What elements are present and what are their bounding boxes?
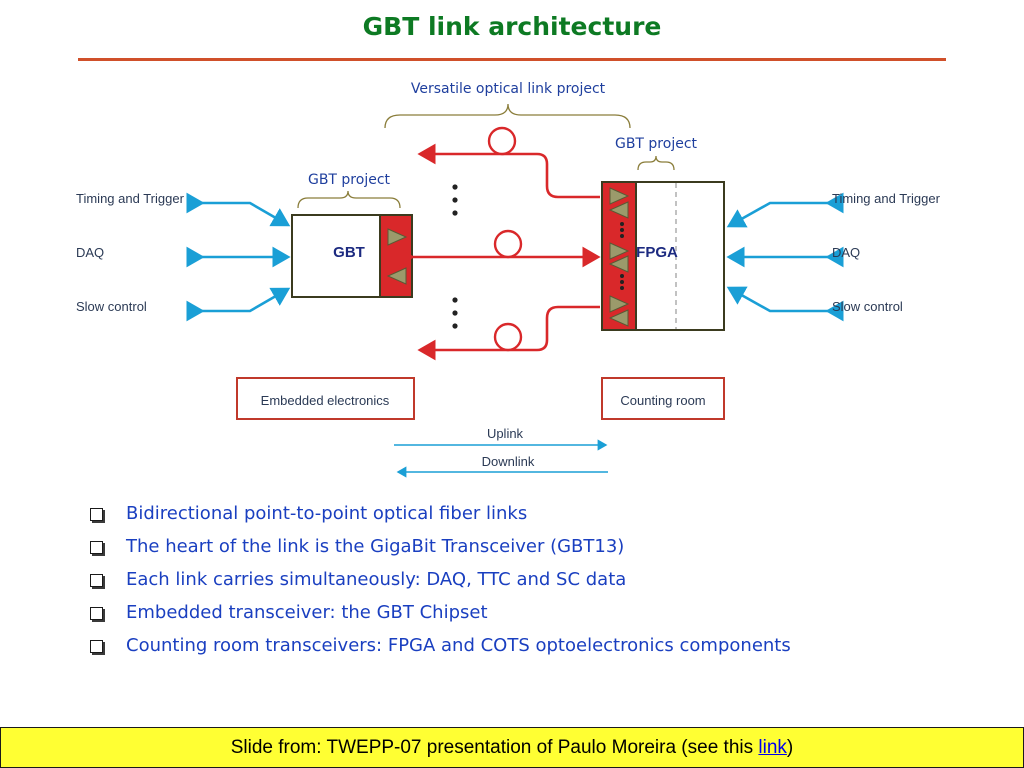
link-ellipsis-lower	[452, 297, 458, 329]
middle-link-fiber-loop	[493, 229, 523, 259]
checkbox-bullet-icon	[90, 541, 103, 554]
top-link-line	[417, 143, 600, 199]
checkbox-bullet-icon	[90, 574, 103, 587]
bullet-text: The heart of the link is the GigaBit Tra…	[126, 536, 625, 557]
downlink-label: Downlink	[482, 454, 535, 469]
gbt-architecture-diagram: Versatile optical link project GBT proje…	[76, 81, 941, 478]
title-divider	[78, 58, 946, 61]
bottom-link-fiber-loop	[493, 322, 523, 352]
uplink-label: Uplink	[487, 426, 524, 441]
bullet-text: Embedded transceiver: the GBT Chipset	[126, 602, 488, 623]
slide-title: GBT link architecture	[362, 12, 662, 41]
gbt-tx-triangle	[387, 228, 408, 246]
right-signal-timing: Timing and Trigger	[832, 191, 941, 206]
left-signal-daq: DAQ	[76, 245, 104, 260]
bullet-text: Counting room transceivers: FPGA and COT…	[126, 635, 791, 656]
brace-right	[637, 155, 675, 171]
embedded-electronics-label: Embedded electronics	[261, 393, 390, 408]
fpga-label: FPGA	[636, 244, 678, 261]
bottom-link-line	[417, 305, 600, 361]
brace-top-label: Versatile optical link project	[411, 81, 606, 97]
source-link[interactable]: link	[758, 737, 787, 758]
bullet-item: Counting room transceivers: FPGA and COT…	[88, 632, 791, 665]
fpga-ellipsis	[620, 222, 624, 290]
bullet-item: Bidirectional point-to-point optical fib…	[88, 500, 791, 533]
link-ellipsis-upper	[452, 184, 458, 216]
footer-prefix: Slide from: TWEPP-07 presentation of Pau…	[230, 737, 759, 758]
left-arrow-timing	[186, 192, 291, 227]
checkbox-bullet-icon	[90, 640, 103, 653]
bullet-text: Bidirectional point-to-point optical fib…	[126, 503, 528, 524]
top-link-fiber-loop	[487, 126, 517, 156]
bullet-item: Embedded transceiver: the GBT Chipset	[88, 599, 791, 632]
brace-top	[384, 103, 631, 129]
checkbox-bullet-icon	[90, 508, 103, 521]
bullet-text: Each link carries simultaneously: DAQ, T…	[126, 569, 627, 590]
bullet-item: The heart of the link is the GigaBit Tra…	[88, 533, 791, 566]
source-footer: Slide from: TWEPP-07 presentation of Pau…	[0, 727, 1024, 768]
right-signal-slow-control: Slow control	[832, 299, 903, 314]
brace-right-label: GBT project	[615, 136, 698, 152]
checkbox-bullet-icon	[90, 607, 103, 620]
embedded-electronics-box	[236, 377, 415, 420]
brace-left-label: GBT project	[308, 172, 391, 188]
bullet-item: Each link carries simultaneously: DAQ, T…	[88, 566, 791, 599]
gbt-label: GBT	[333, 244, 365, 261]
right-signal-daq: DAQ	[832, 245, 860, 260]
gbt-transceiver-strip	[379, 214, 413, 298]
fpga-triangles	[608, 187, 630, 327]
brace-left	[297, 190, 401, 209]
gbt-rx-triangle	[386, 267, 407, 285]
left-signal-timing: Timing and Trigger	[76, 191, 185, 206]
right-arrow-timing	[726, 192, 844, 228]
footer-suffix: )	[786, 737, 794, 758]
counting-room-box	[601, 377, 725, 420]
left-signal-slow-control: Slow control	[76, 299, 147, 314]
right-arrow-slow-control	[726, 286, 844, 322]
left-arrow-slow-control	[186, 287, 291, 322]
bullet-list: Bidirectional point-to-point optical fib…	[88, 500, 791, 665]
counting-room-label: Counting room	[620, 393, 705, 408]
